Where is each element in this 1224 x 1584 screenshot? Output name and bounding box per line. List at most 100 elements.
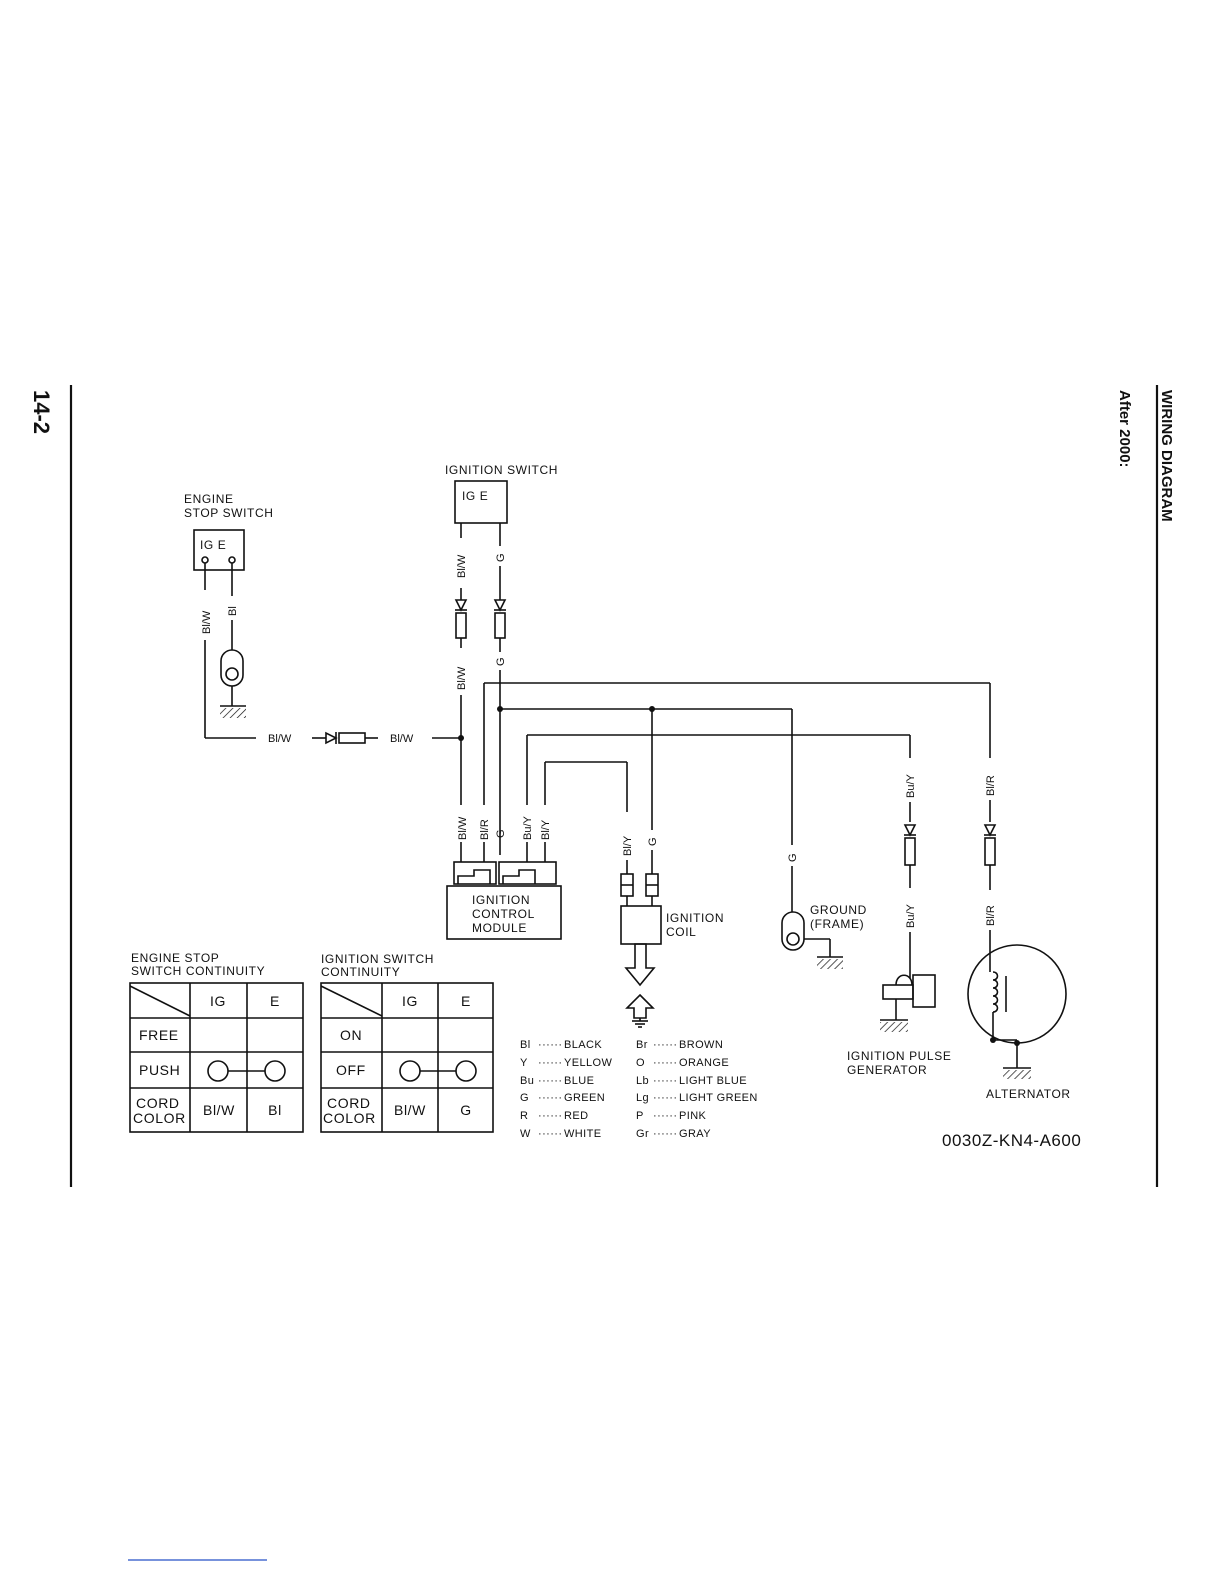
legend-name: BLACK [564,1039,602,1051]
spark-arrow-icon [624,943,656,987]
icm-label-2: CONTROL [472,907,535,921]
icm-connector-left [453,861,497,885]
engine-stop-color-e: Bl [268,1102,282,1118]
alternator-coil [992,971,999,1013]
legend-code: Bl [520,1039,531,1051]
wire-label-g: G [495,553,507,562]
pulse-generator-label-2: GENERATOR [847,1063,927,1077]
ignition-row-on: ON [340,1027,362,1043]
ground-symbol [880,1022,908,1032]
legend-code: P [636,1110,644,1122]
ignition-coil [620,905,662,945]
engine-stop-switch-title-2: STOP SWITCH [184,506,274,520]
wire-label-bl: Bl [227,606,239,616]
ground-label-1: GROUND [810,903,867,917]
wire-label-blr: Bl/R [985,905,997,926]
legend-code: Y [520,1057,528,1069]
figure-code: 0030Z-KN4-A600 [942,1131,1081,1150]
section-title: WIRING DIAGRAM [1158,390,1175,522]
ignition-color-ig: Bl/W [394,1102,426,1118]
ignition-switch-title: IGNITION SWITCH [445,463,558,477]
connector [984,837,996,866]
ignition-table-title-2: CONTINUITY [321,965,400,979]
frame-ground-terminal [781,911,805,951]
wire-label-blr: Bl/R [479,819,491,840]
page-subtitle: After 2000: [1116,390,1133,468]
legend-code: G [520,1092,529,1104]
connector [904,837,916,866]
legend-code: O [636,1057,645,1069]
legend-dots: ······ [653,1075,677,1087]
legend-code: W [520,1128,531,1140]
legend-name: YELLOW [564,1057,612,1069]
wire-label-bly: Bl/Y [540,819,552,840]
engine-stop-continuity-table [129,982,304,1133]
legend-name: BROWN [679,1039,723,1051]
icm-label-1: IGNITION [472,893,530,907]
ground-symbol [817,959,843,969]
wire-label-buy: Bu/Y [905,903,917,928]
legend-dots: ······ [653,1057,677,1069]
wire-label-g: G [495,657,507,666]
engine-stop-row-free: FREE [139,1027,179,1043]
engine-stop-col-e: E [270,993,280,1009]
engine-stop-switch-box [193,529,245,571]
icm-connector-right [498,861,557,885]
engine-stop-table-title-1: ENGINE STOP [131,951,219,965]
legend-name: BLUE [564,1075,594,1087]
engine-stop-col-ig: IG [210,993,226,1009]
spark-plug-icon [625,993,655,1019]
ignition-table-title-1: IGNITION SWITCH [321,952,434,966]
legend-code: R [520,1110,528,1122]
engine-stop-table-title-2: SWITCH CONTINUITY [131,964,265,978]
legend-name: LIGHT BLUE [679,1075,747,1087]
wire-label-blw: Bl/W [201,610,213,634]
legend-name: GRAY [679,1128,711,1140]
wire-label-blw: Bl/W [390,733,414,745]
legend-dots: ······ [653,1110,677,1122]
legend-dots: ······ [538,1057,562,1069]
wire-label-blr: Bl/R [985,775,997,796]
legend-dots: ······ [653,1092,677,1104]
connector [455,612,467,639]
legend-dots: ······ [538,1092,562,1104]
legend-code: Lb [636,1075,649,1087]
ignition-row-cord-1: CORD [327,1095,371,1111]
connector [338,732,366,744]
engine-stop-row-push: PUSH [139,1062,180,1078]
ground-label-2: (FRAME) [810,917,864,931]
legend-dots: ······ [538,1110,562,1122]
wire-label-g: G [495,829,507,838]
legend-dots: ······ [538,1128,562,1140]
ignition-switch-box [454,480,508,524]
wire-label-g: G [647,837,659,846]
pulse-generator-label-1: IGNITION PULSE [847,1049,951,1063]
legend-code: Br [636,1039,648,1051]
legend-name: RED [564,1110,588,1122]
legend-name: PINK [679,1110,707,1122]
wire-label-blw: Bl/W [268,733,292,745]
legend-code: Gr [636,1128,649,1140]
wire-label-buy: Bu/Y [522,815,534,840]
wire-label-bly: Bl/Y [622,835,634,856]
pulse-generator-body [912,974,936,1008]
engine-stop-row-cord-1: CORD [136,1095,180,1111]
ignition-col-e: E [461,993,471,1009]
legend-name: WHITE [564,1128,601,1140]
engine-stop-switch-terminals: IG E [200,538,226,552]
ground-symbol [1003,1070,1031,1079]
wire-label-buy: Bu/Y [905,773,917,798]
ignition-switch-terminals: IG E [462,489,488,503]
icm-label-3: MODULE [472,921,527,935]
legend-name: GREEN [564,1092,605,1104]
legend-code: Lg [636,1092,649,1104]
ground-symbol [220,708,246,718]
ignition-row-off: OFF [336,1062,366,1078]
legend-dots: ······ [653,1128,677,1140]
alternator-label: ALTERNATOR [986,1087,1071,1101]
ignition-col-ig: IG [402,993,418,1009]
legend-name: LIGHT GREEN [679,1092,758,1104]
pulse-generator-coil [882,984,914,1000]
ignition-coil-label-1: IGNITION [666,911,724,925]
